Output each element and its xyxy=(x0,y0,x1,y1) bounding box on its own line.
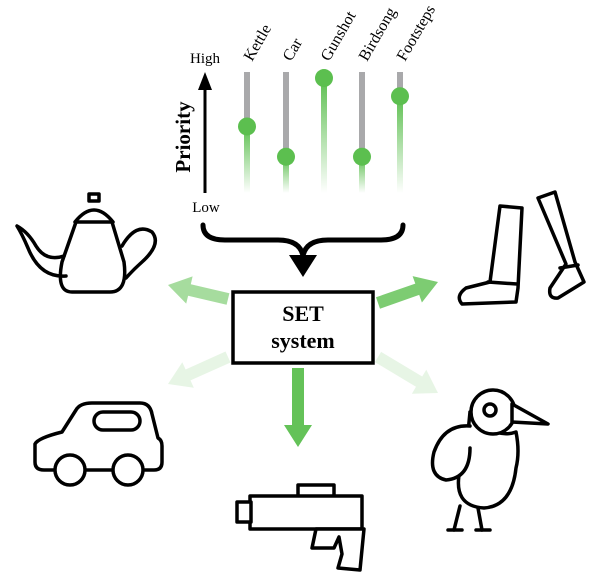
slider-kettle[interactable]: Kettle xyxy=(238,22,275,193)
slider-knob-car[interactable] xyxy=(277,147,295,166)
slider-car[interactable]: Car xyxy=(277,35,306,193)
slider-track-footsteps xyxy=(397,72,403,97)
arrow-to-bird xyxy=(374,351,438,394)
gun-icon xyxy=(235,483,366,572)
slider-knob-gunshot[interactable] xyxy=(315,69,333,88)
slider-track-car xyxy=(283,72,289,157)
kettle-icon xyxy=(15,192,158,294)
slider-track-kettle xyxy=(244,72,250,127)
slider-knob-footsteps[interactable] xyxy=(391,87,409,106)
slider-knob-birdsong[interactable] xyxy=(353,147,371,166)
priority-high-label: High xyxy=(190,51,221,67)
bird-icon xyxy=(430,388,550,532)
arrow-to-car xyxy=(168,351,231,388)
priority-arrow-head xyxy=(198,72,212,90)
curly-brace xyxy=(200,222,406,259)
slider-label-car: Car xyxy=(280,35,307,64)
footsteps-icon xyxy=(457,190,586,306)
slider-fill-gunshot xyxy=(321,78,327,193)
merge-brace xyxy=(200,222,406,277)
slider-knob-kettle[interactable] xyxy=(238,117,256,136)
slider-footsteps[interactable]: Footsteps xyxy=(391,2,439,193)
set-system-box: SET system xyxy=(231,290,375,365)
output-arrows xyxy=(168,276,438,447)
slider-track-birdsong xyxy=(359,72,365,157)
slider-gunshot[interactable]: Gunshot xyxy=(315,8,360,193)
slider-fill-car xyxy=(283,156,289,193)
priority-axis-title: Priority xyxy=(171,101,195,173)
slider-fill-birdsong xyxy=(359,156,365,193)
slider-label-gunshot: Gunshot xyxy=(318,8,360,64)
set-system-line1: SET xyxy=(282,301,324,326)
set-system-line2: system xyxy=(271,328,335,353)
slider-fill-footsteps xyxy=(397,96,403,193)
slider-fill-kettle xyxy=(244,126,250,193)
arrow-to-gun xyxy=(284,368,312,447)
slider-label-kettle: Kettle xyxy=(241,22,275,64)
arrow-to-kettle xyxy=(168,276,230,305)
set-system-frame xyxy=(231,290,375,365)
car-icon xyxy=(33,401,164,487)
slider-label-footsteps: Footsteps xyxy=(394,2,439,64)
priority-low-label: Low xyxy=(192,200,220,216)
arrow-to-footsteps xyxy=(376,276,438,309)
brace-arrow-head xyxy=(289,255,317,277)
priority-axis: High Low Priority xyxy=(171,51,221,216)
